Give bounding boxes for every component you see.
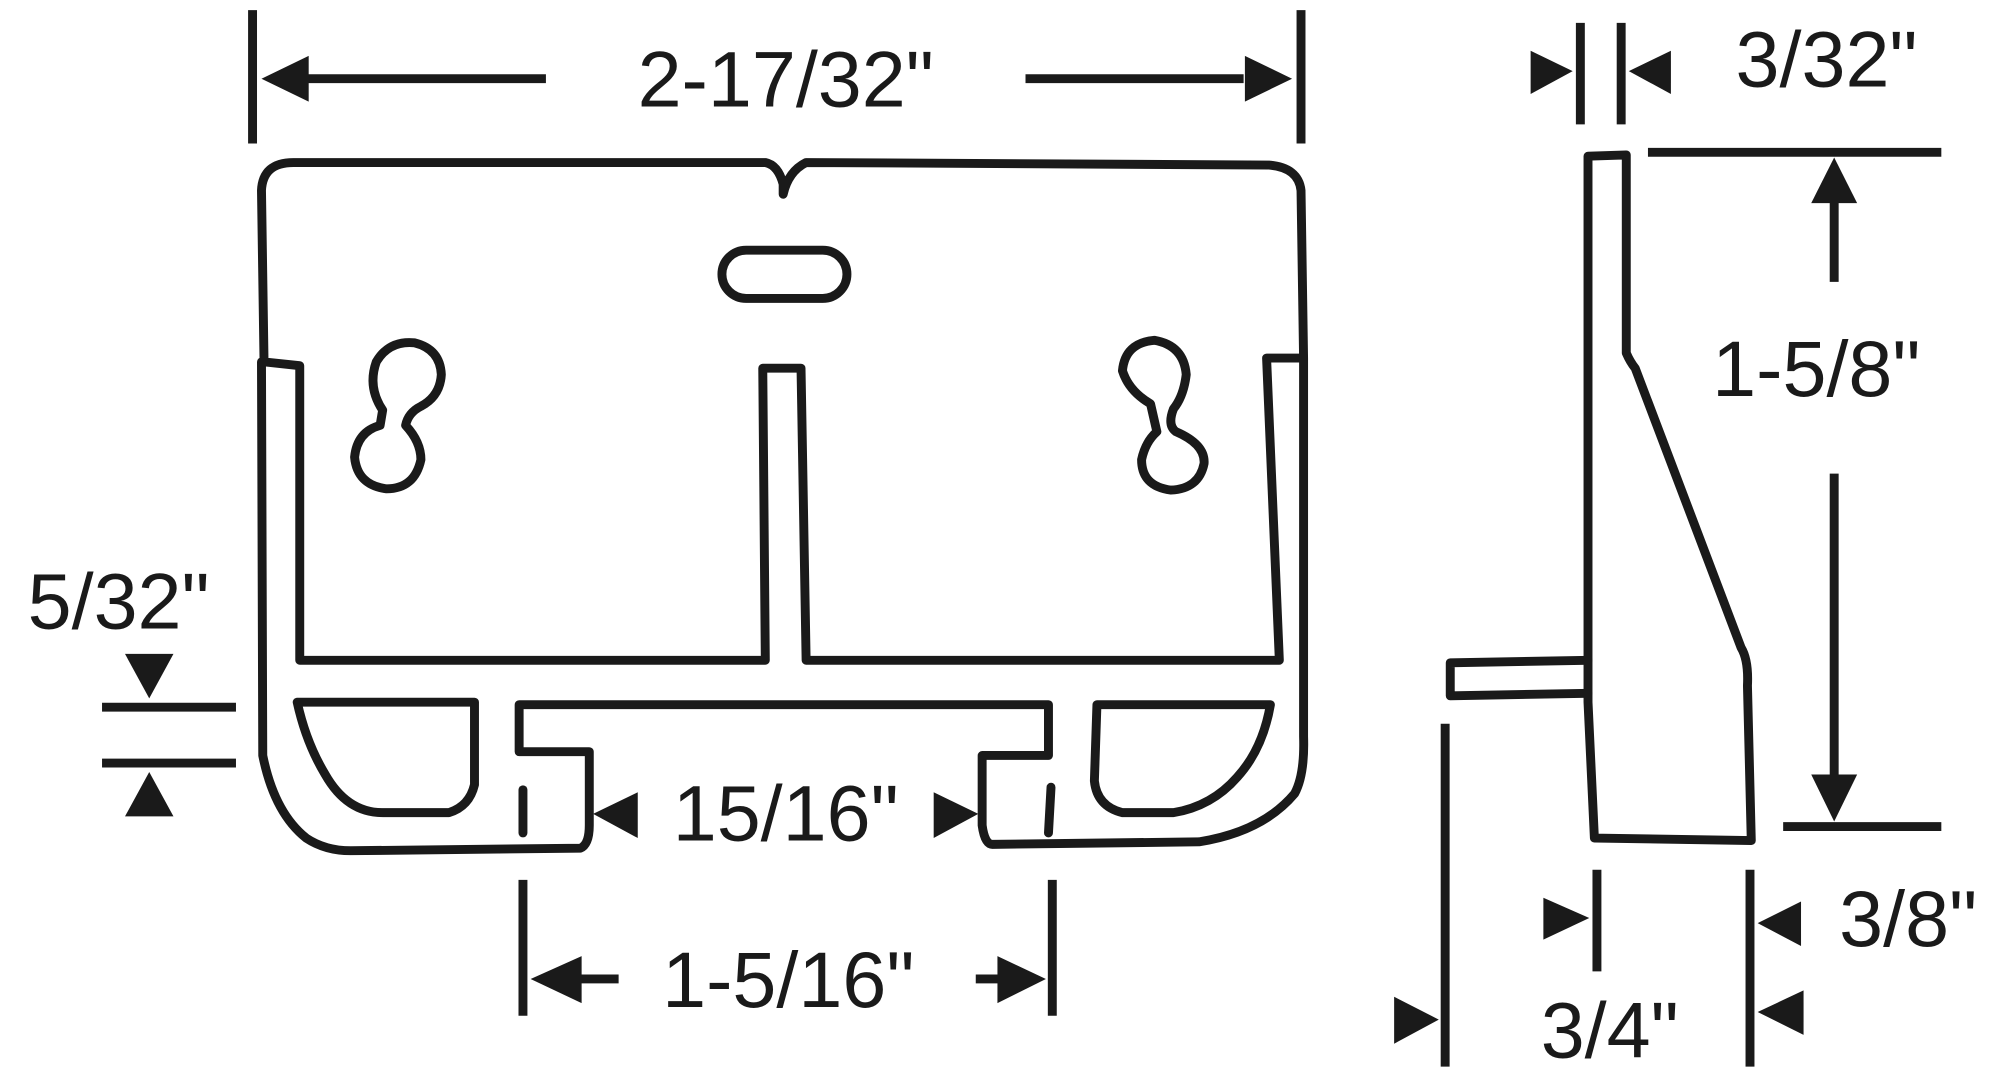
pocket-right [1089, 700, 1275, 818]
dim-label-depth: 3/4" [1541, 987, 1679, 1075]
tick-right [1044, 782, 1056, 838]
dim-bottom-width: 1-5/16" [518, 879, 1057, 1024]
bracket-outline [257, 158, 1309, 665]
bracket-lower-outline [257, 353, 1309, 856]
dim-overall-width: 2-17/32" [248, 10, 1306, 144]
side-view [1445, 150, 1756, 846]
dim-label-bottom-width: 1-5/16" [662, 936, 914, 1024]
dim-label-overall-width: 2-17/32" [638, 36, 934, 124]
dim-height: 1-5/8" [1647, 147, 1942, 832]
dim-label-base-thickness: 3/8" [1839, 875, 1977, 963]
dim-base-thickness: 3/8" [1745, 869, 1977, 1067]
profile-outline [1583, 150, 1756, 846]
pocket-left [292, 697, 479, 818]
dim-lip-height: 5/32" [28, 558, 236, 817]
dim-label-wall-thickness: 3/32" [1736, 16, 1918, 104]
profile-tab [1445, 655, 1593, 701]
dim-label-slot-width: 15/16" [673, 770, 899, 858]
dim-label-lip-height: 5/32" [28, 558, 210, 646]
dim-depth: 3/4" [1394, 723, 1679, 1075]
keyhole-right [1117, 335, 1209, 495]
top-slot [717, 245, 852, 303]
dim-slot-width: 15/16" [593, 770, 979, 858]
keyhole-left [350, 338, 446, 494]
dim-label-height: 1-5/8" [1712, 325, 1920, 413]
dim-wall-thickness: 3/32" [1530, 16, 1918, 125]
front-view [257, 158, 1309, 856]
